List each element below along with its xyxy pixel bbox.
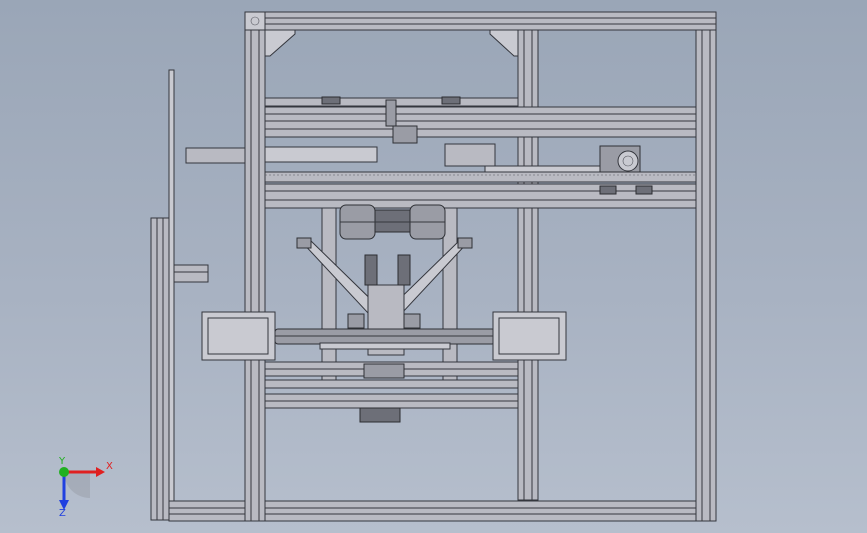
corner-gussets [264,29,519,57]
z-axis-label: Z [59,508,66,518]
left-plate [150,69,175,521]
x-axis-label: X [106,461,113,472]
right-side-box [492,311,567,361]
drive-rollers [339,204,446,240]
coordinate-triad: X Y Z [58,456,113,518]
upper-cross-beams [264,96,697,144]
left-main-upright [244,11,266,522]
top-rail [244,11,717,31]
lower-cross-beams [264,361,519,423]
belt-rail [264,143,697,209]
inner-right-upright [517,29,539,501]
y-axis-label: Y [58,456,66,467]
left-side-box [201,311,276,361]
right-main-upright [695,11,717,522]
horizontal-shaft [274,328,496,350]
left-stub-beams [173,147,247,283]
